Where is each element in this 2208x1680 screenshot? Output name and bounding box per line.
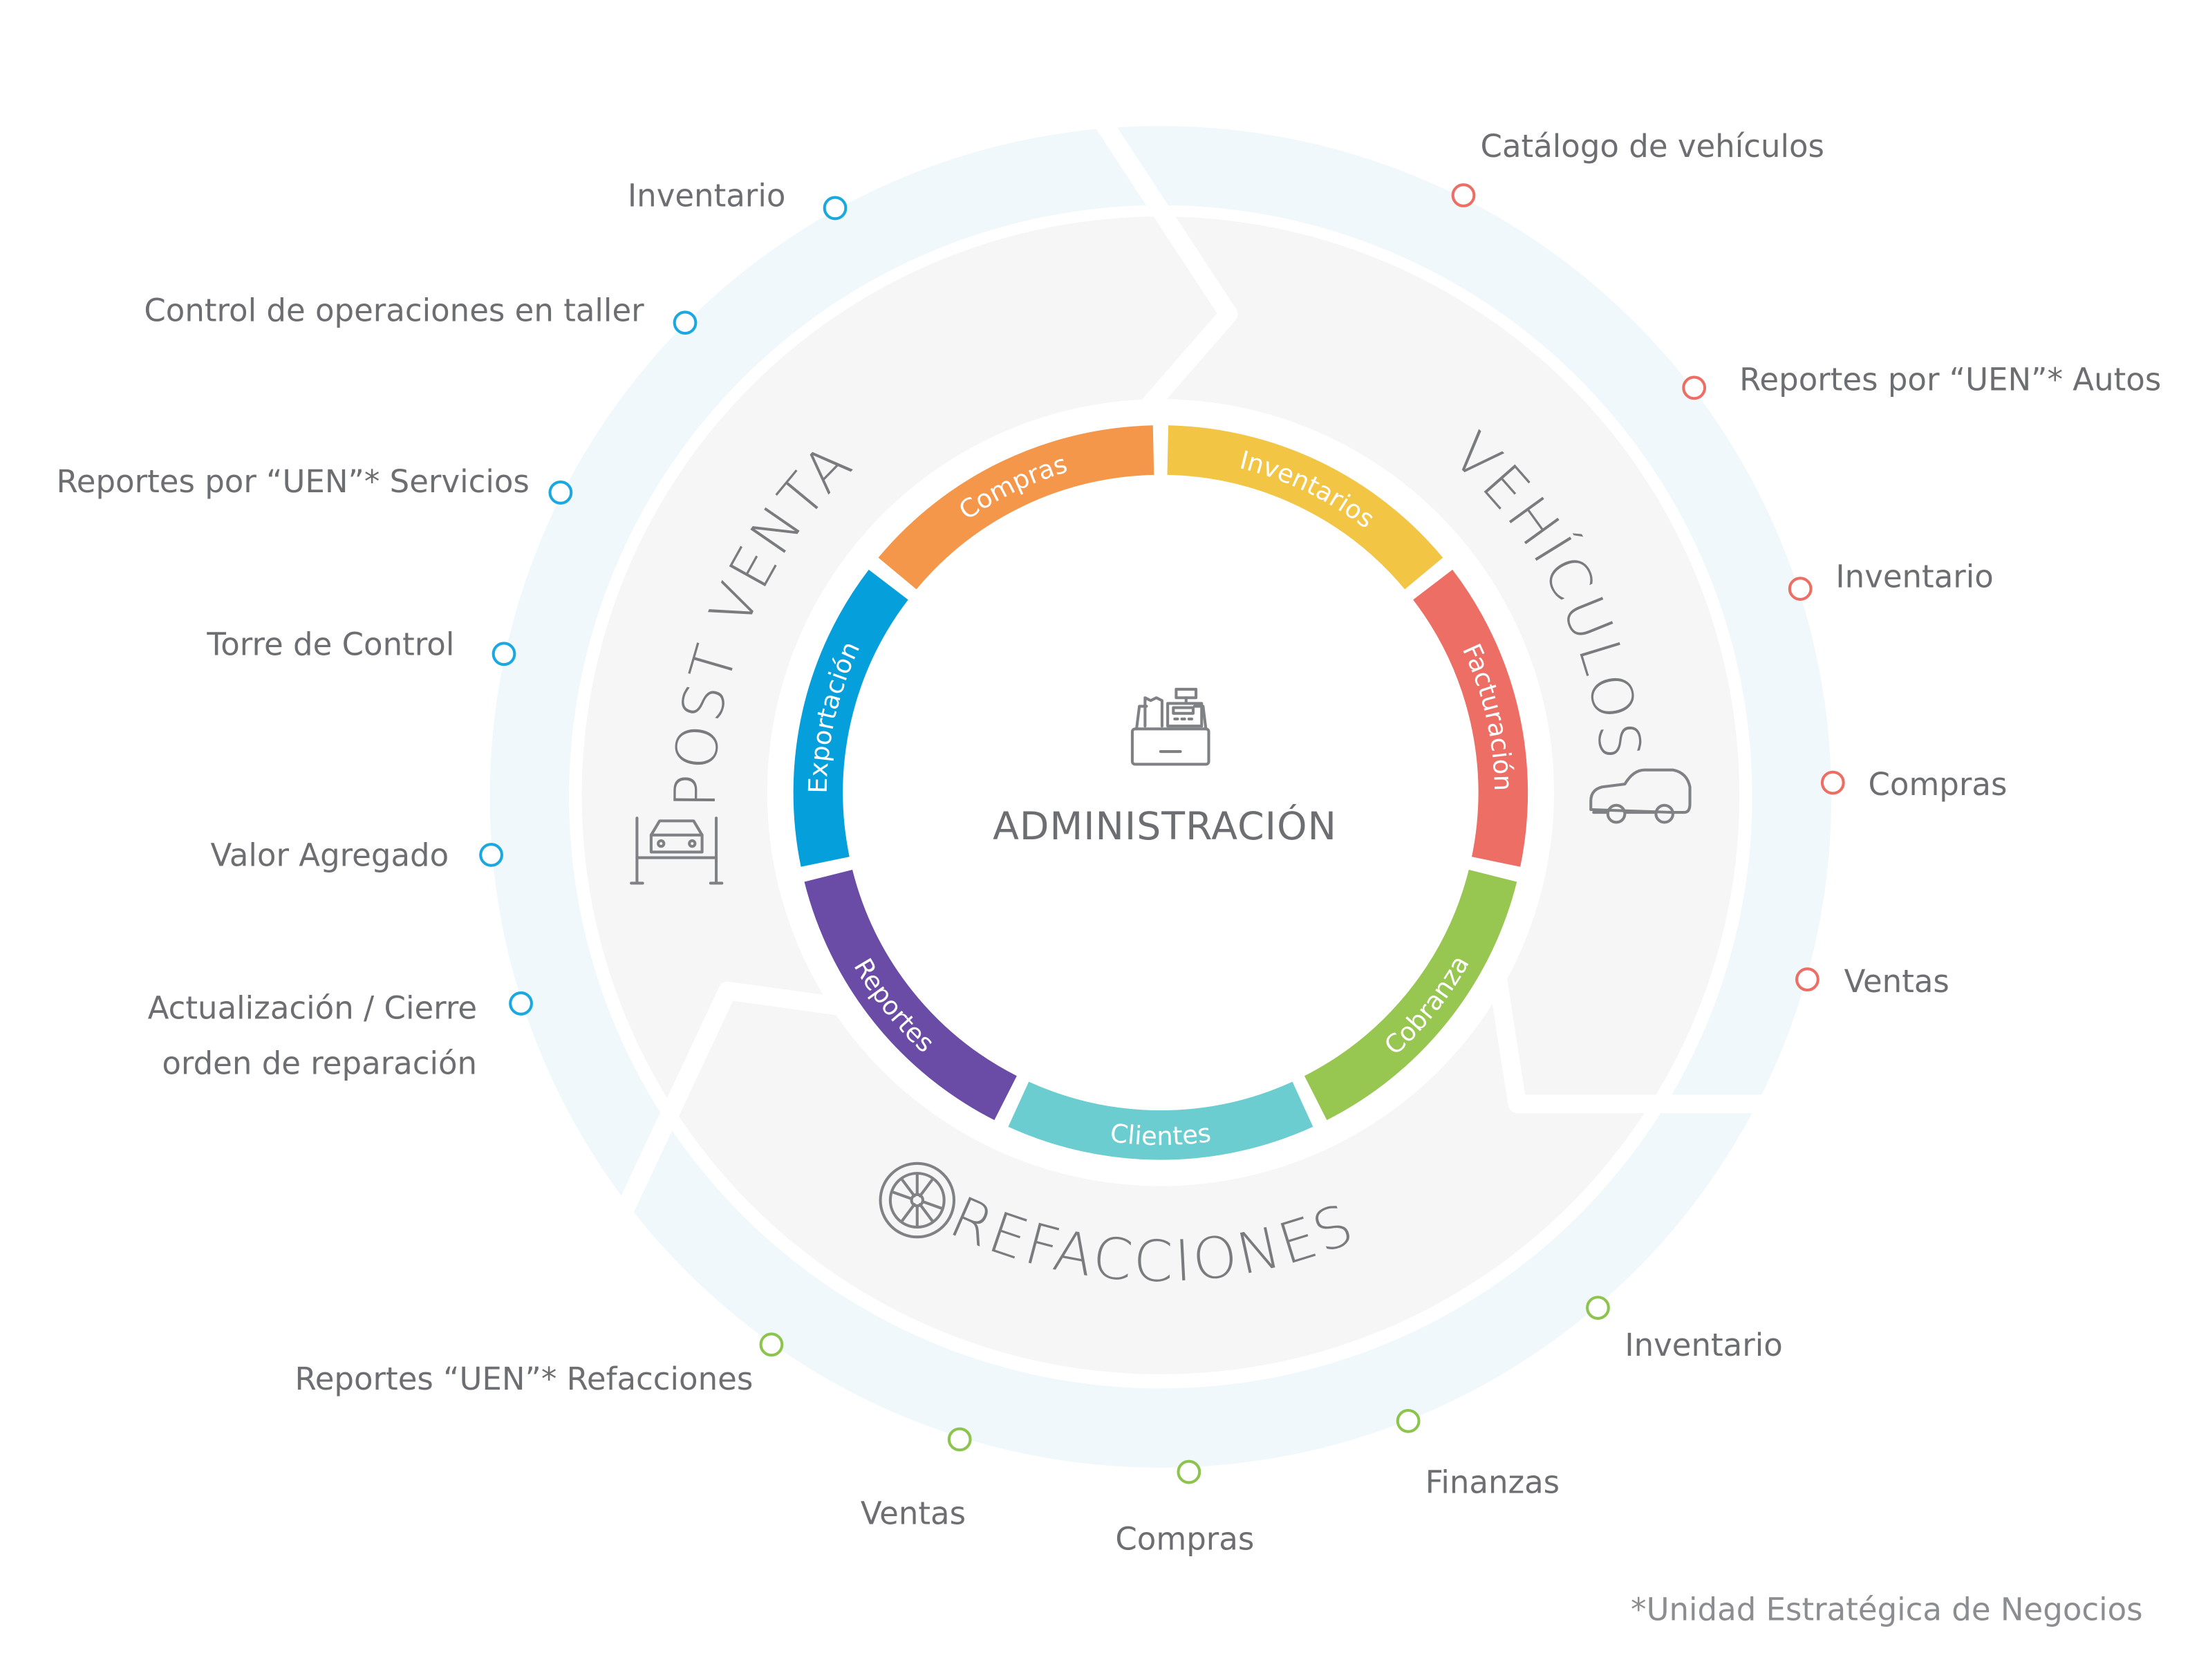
post-venta-item-label: Actualización / Cierre [148,990,477,1027]
center-title: ADMINISTRACIÓN [993,804,1337,849]
post-venta-item-label: Reportes por “UEN”* Servicios [57,463,530,500]
module-segment-clientes[interactable] [1008,1081,1313,1160]
refacciones-item-marker [1586,1296,1610,1320]
car-icon [1589,768,1692,824]
vehiculos-item-marker [1451,183,1476,207]
vehiculos-item-marker [1682,375,1707,400]
divider-top [1089,108,1238,431]
post-venta-item-marker [673,310,698,335]
post-venta-item-marker [492,642,516,666]
wheel-icon [879,1161,956,1239]
module-segment-facturación[interactable] [1412,569,1528,867]
refacciones-item-marker [947,1427,972,1452]
refacciones-item-label: Ventas [861,1495,966,1532]
vehiculos-item-label: Reportes por “UEN”* Autos [1739,362,2161,398]
car-lift-icon [630,816,724,885]
vehiculos-item-label: Ventas [1844,963,1949,1000]
module-segment-reportes[interactable] [804,869,1018,1121]
module-segment-compras[interactable] [878,425,1154,590]
vehiculos-item-label: Compras [1868,766,2007,803]
section-dividers [611,108,1784,1224]
vehiculos-item-marker [1795,967,1819,992]
refacciones-items: Inventario Finanzas Compras Ventas Repor… [294,1296,1783,1557]
post-venta-item-marker [823,196,848,221]
post-venta-item-label: Inventario [628,178,785,214]
refacciones-item-label: Compras [1115,1520,1254,1557]
footnote: *Unidad Estratégica de Negocios [1631,1592,2143,1628]
center-disk [767,399,1555,1186]
refacciones-item-label: Finanzas [1425,1464,1560,1500]
divider-bottom-right [1488,975,1784,1114]
divider-bottom-left [611,981,851,1224]
post-venta-item-marker [479,843,503,867]
module-label: Clientes [1109,1118,1213,1151]
vehiculos-item-marker [1820,770,1845,795]
vehiculos-item-label: Inventario [1835,558,1993,595]
module-segment-inventarios[interactable] [1167,425,1443,590]
cash-register-icon [1130,687,1210,766]
post-venta-item-marker [548,480,573,505]
refacciones-item-marker [759,1332,784,1357]
post-venta-items: Inventario Control de operaciones en tal… [57,178,848,1082]
module-segment-cobranza[interactable] [1304,869,1517,1121]
post-venta-item-label: Valor Agregado [211,837,449,874]
module-segment-exportación[interactable] [793,569,908,867]
refacciones-item-marker [1177,1459,1201,1484]
post-venta-item-label: Torre de Control [206,626,454,663]
vehiculos-items: Catálogo de vehículos Reportes por “UEN”… [1451,128,2161,1000]
vehiculos-item-label: Catálogo de vehículos [1481,128,1824,165]
post-venta-item-label: orden de reparación [162,1045,477,1082]
refacciones-item-label: Inventario [1625,1327,1782,1363]
refacciones-item-marker [1396,1408,1421,1433]
refacciones-item-label: Reportes “UEN”* Refacciones [294,1361,753,1397]
vehiculos-item-marker [1788,577,1813,601]
post-venta-item-label: Control de operaciones en taller [144,292,644,328]
post-venta-item-marker [509,991,533,1016]
